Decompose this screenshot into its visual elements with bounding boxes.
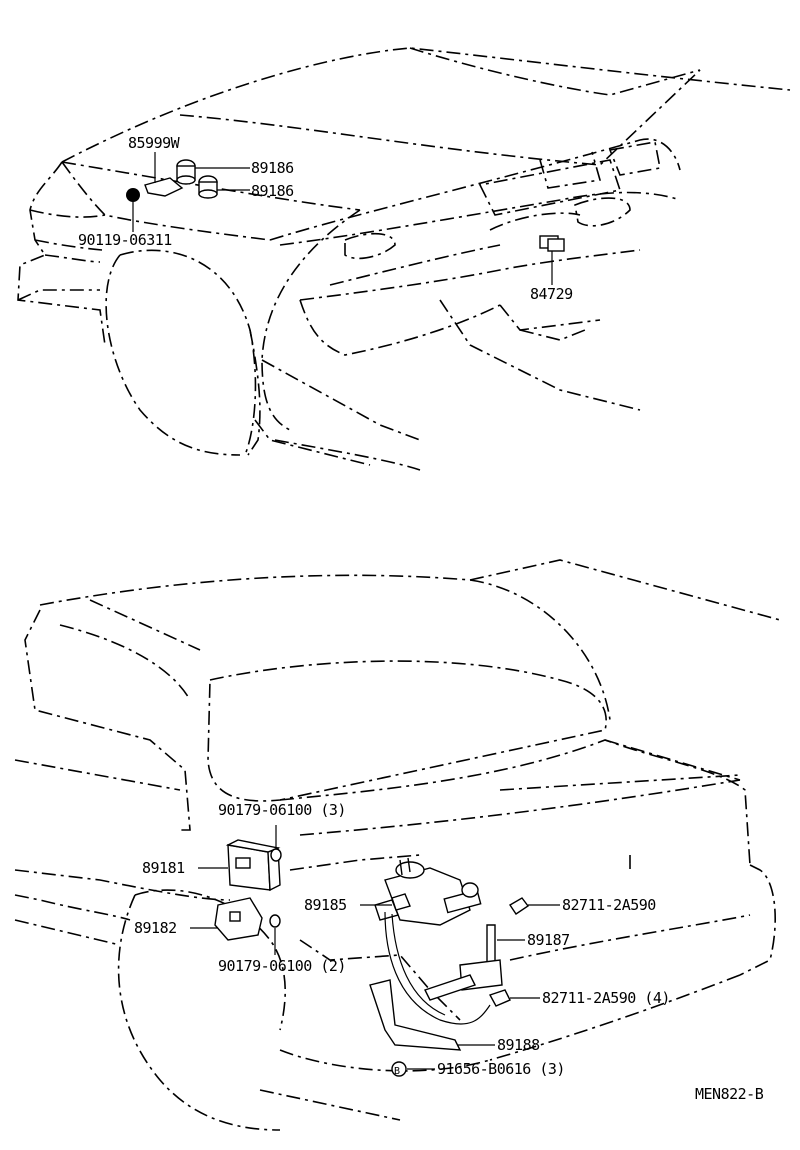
top-car-outline xyxy=(17,47,791,471)
label-85999w: 85999W xyxy=(128,134,181,152)
bottom-parts: B xyxy=(190,825,560,1077)
nut-90179-lower xyxy=(269,914,281,928)
actuator-assembly xyxy=(374,857,482,926)
bolt-mark: B xyxy=(394,1066,400,1077)
label-82711-2a590: 82711-2A590 xyxy=(562,896,656,914)
connector-89185 xyxy=(391,893,411,911)
label-90119-06311: 90119-06311 xyxy=(78,231,172,249)
clip-82711-upper xyxy=(509,897,530,915)
label-84729: 84729 xyxy=(530,285,573,303)
bottom-labels: 90179-06100 (3) 89181 89185 82711-2A590 … xyxy=(134,801,670,1078)
label-89188: 89188 xyxy=(497,1036,540,1054)
bracket-89188 xyxy=(369,979,462,1051)
diagram-code: MEN822-B xyxy=(695,1085,764,1103)
wire-harness xyxy=(384,911,491,1025)
label-89187: 89187 xyxy=(527,931,570,949)
switch-84729 xyxy=(539,235,565,252)
label-89181: 89181 xyxy=(142,859,185,877)
label-90179-06100-3: 90179-06100 (3) xyxy=(218,801,346,819)
label-91656-b0616-3: 91656-B0616 (3) xyxy=(437,1060,565,1078)
label-90179-06100-2: 90179-06100 (2) xyxy=(218,957,346,975)
nut-90119 xyxy=(126,188,140,202)
bolt-91656: B xyxy=(391,1061,407,1077)
bottom-car-outline xyxy=(14,559,781,1131)
ecu-89181 xyxy=(225,839,281,892)
label-89185: 89185 xyxy=(304,896,347,914)
sensor-89186-lower xyxy=(198,175,218,199)
sensor-89187 xyxy=(424,924,503,1001)
sensor-89186-upper xyxy=(176,159,196,185)
label-82711-2a590-4: 82711-2A590 (4) xyxy=(542,989,670,1007)
top-parts xyxy=(126,152,565,285)
clip-82711-lower xyxy=(488,989,511,1007)
label-89186-lower: 89186 xyxy=(251,182,294,200)
module-89182 xyxy=(214,897,263,941)
nut-90179-upper xyxy=(270,848,282,862)
top-labels: 85999W 89186 89186 90119-06311 84729 xyxy=(78,134,574,303)
label-89182: 89182 xyxy=(134,919,177,937)
bracket-85999w xyxy=(144,177,184,197)
label-89186-upper: 89186 xyxy=(251,159,294,177)
